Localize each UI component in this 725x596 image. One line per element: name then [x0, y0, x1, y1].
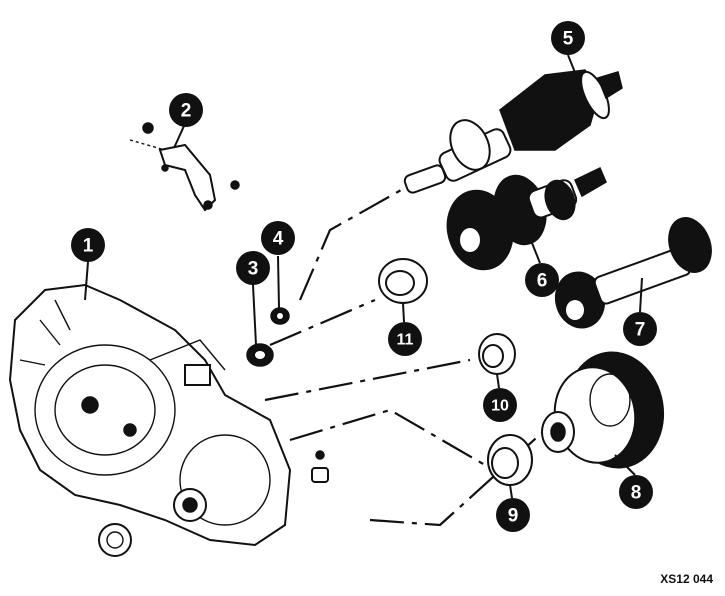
- assembly-line-differential: [369, 429, 546, 527]
- differential-icon: [541, 351, 665, 469]
- callout-10-label: 10: [491, 398, 509, 415]
- oil-seal-icon: [487, 434, 533, 486]
- callout-8-label: 8: [631, 483, 642, 504]
- assembly-line-washer: [269, 298, 376, 347]
- callout-5: 5: [551, 21, 585, 55]
- callout-9-label: 9: [508, 506, 519, 527]
- input-shaft-icon: [403, 69, 623, 194]
- pinion-shaft-icon: [554, 217, 712, 329]
- assembly-line-seal-10: [264, 358, 471, 402]
- gearbox-housing-icon: [8, 283, 292, 557]
- assembly-lines: [264, 184, 546, 527]
- callout-7-label: 7: [635, 320, 646, 341]
- output-shaft-gear-icon: [446, 166, 607, 271]
- callout-8: 8: [619, 475, 653, 509]
- washer-icon: [246, 343, 274, 367]
- callout-6: 6: [525, 263, 559, 297]
- callout-3: 3: [236, 251, 270, 285]
- callout-5-label: 5: [563, 29, 574, 50]
- callout-11: 11: [388, 322, 422, 356]
- callout-11-label: 11: [397, 332, 414, 349]
- assembly-line-shaft: [298, 184, 411, 301]
- clip-icon: [311, 450, 329, 483]
- callout-1-label: 1: [83, 236, 94, 257]
- bearing-ring-icon: [378, 258, 428, 304]
- assembly-line-seal-9: [289, 408, 486, 466]
- selector-lever-icon: [129, 122, 240, 212]
- leader-lines: [84, 54, 643, 499]
- callout-7: 7: [623, 312, 657, 346]
- callout-2-label: 2: [181, 101, 192, 122]
- callout-10: 10: [483, 388, 517, 422]
- callout-1: 1: [71, 228, 105, 262]
- callout-6-label: 6: [537, 271, 548, 292]
- callout-3-label: 3: [248, 259, 259, 280]
- callout-2: 2: [169, 93, 203, 127]
- callout-4-label: 4: [273, 229, 284, 250]
- reference-code: XS12 044: [660, 572, 713, 586]
- callout-9: 9: [496, 498, 530, 532]
- nut-icon: [270, 307, 290, 325]
- oil-seal-icon-small: [478, 333, 516, 375]
- callout-4: 4: [261, 221, 295, 255]
